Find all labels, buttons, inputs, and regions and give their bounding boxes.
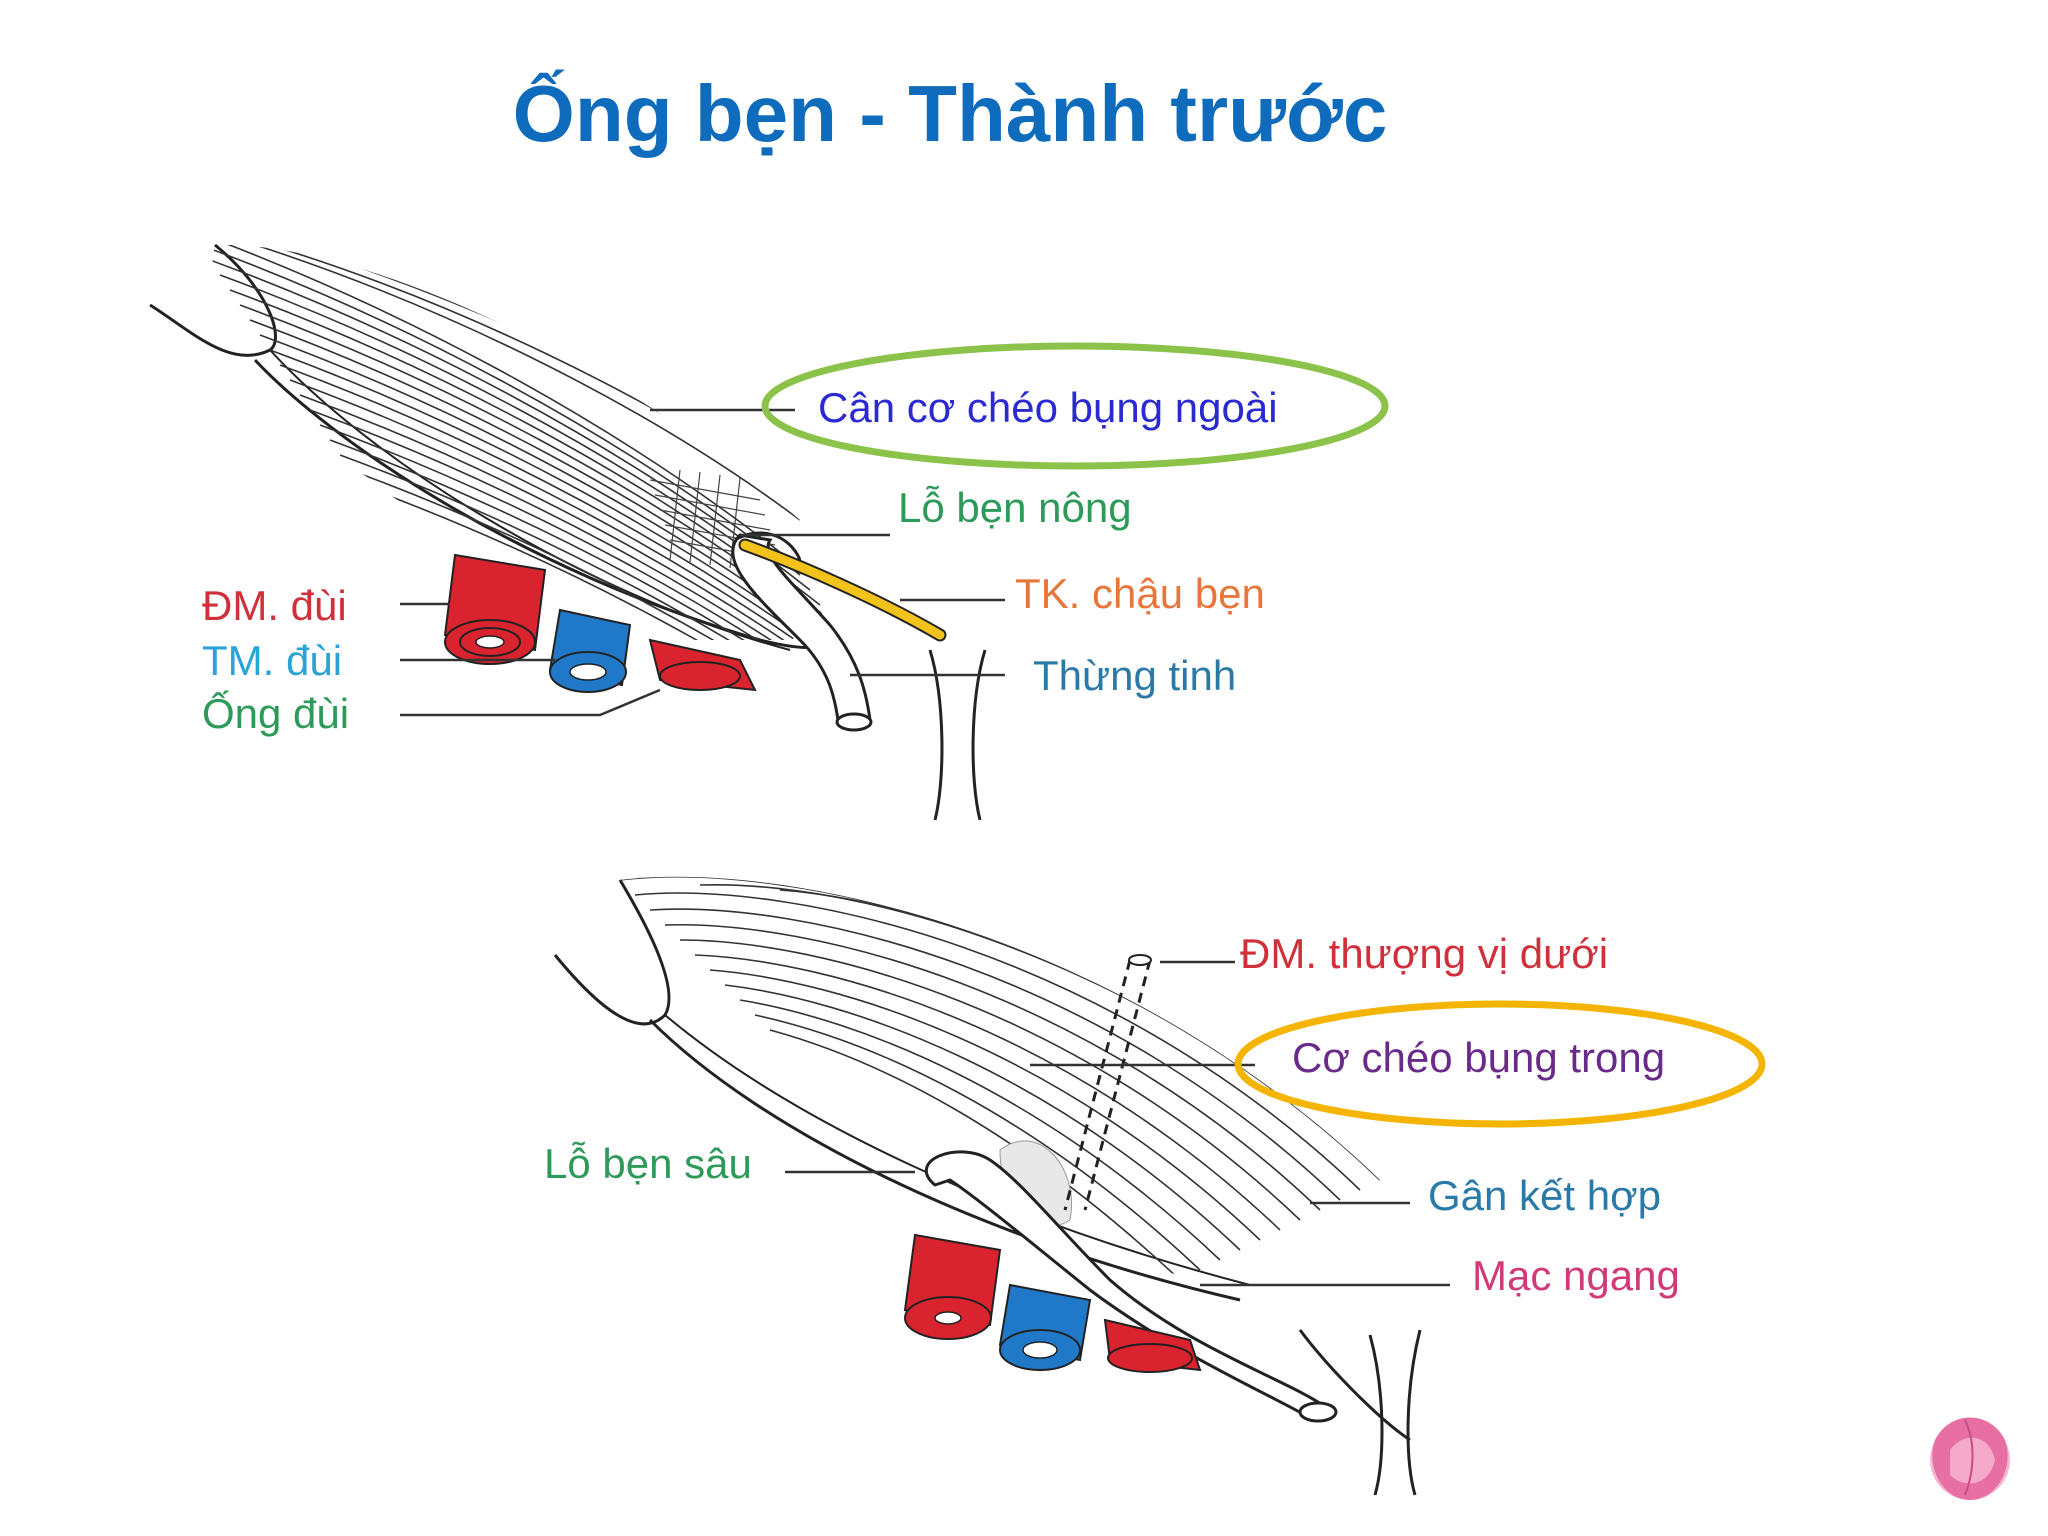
- bottom-vein-shape: [998, 1283, 1092, 1371]
- top-inguinal-ligament: [253, 358, 836, 649]
- label-femoral-artery: ĐM. đùi: [202, 582, 347, 629]
- label-conjoint-tendon: Gân kết hợp: [1428, 1172, 1661, 1219]
- label-inferior-epigastric-artery: ĐM. thượng vị dưới: [1240, 930, 1608, 977]
- label-internal-oblique-muscle: Cơ chéo bụng trong: [1292, 1034, 1665, 1081]
- inferior-epigastric-artery-shape: [1063, 959, 1132, 1211]
- bottom-diagram: [553, 876, 1450, 1496]
- label-deep-inguinal-ring: Lỗ bẹn sâu: [544, 1140, 752, 1187]
- slide-title: Ống bẹn - Thành trước: [512, 69, 1388, 158]
- bottom-artery-shape: [903, 1233, 1002, 1340]
- label-superficial-inguinal-ring: Lỗ bẹn nông: [898, 484, 1132, 531]
- top-diagram: [149, 243, 1005, 821]
- femoral-vein-shape: [548, 608, 632, 693]
- label-ilioinguinal-nerve: TK. chậu bẹn: [1015, 570, 1265, 617]
- highlight-ellipse-orange: [1234, 1000, 1766, 1128]
- bottom-canal-shape: [1103, 1318, 1202, 1373]
- femoral-canal-shape: [648, 638, 757, 692]
- label-femoral-vein: TM. đùi: [202, 637, 342, 684]
- flower-logo-icon: [1930, 1417, 2010, 1500]
- label-femoral-canal: Ống đùi: [202, 689, 349, 737]
- label-spermatic-cord: Thừng tinh: [1033, 652, 1236, 699]
- label-external-oblique-aponeurosis: Cân cơ chéo bụng ngoài: [818, 384, 1278, 431]
- highlight-ellipse-green: [761, 342, 1389, 470]
- label-transversalis-fascia: Mạc ngang: [1472, 1252, 1680, 1299]
- femoral-artery-shape: [443, 553, 547, 665]
